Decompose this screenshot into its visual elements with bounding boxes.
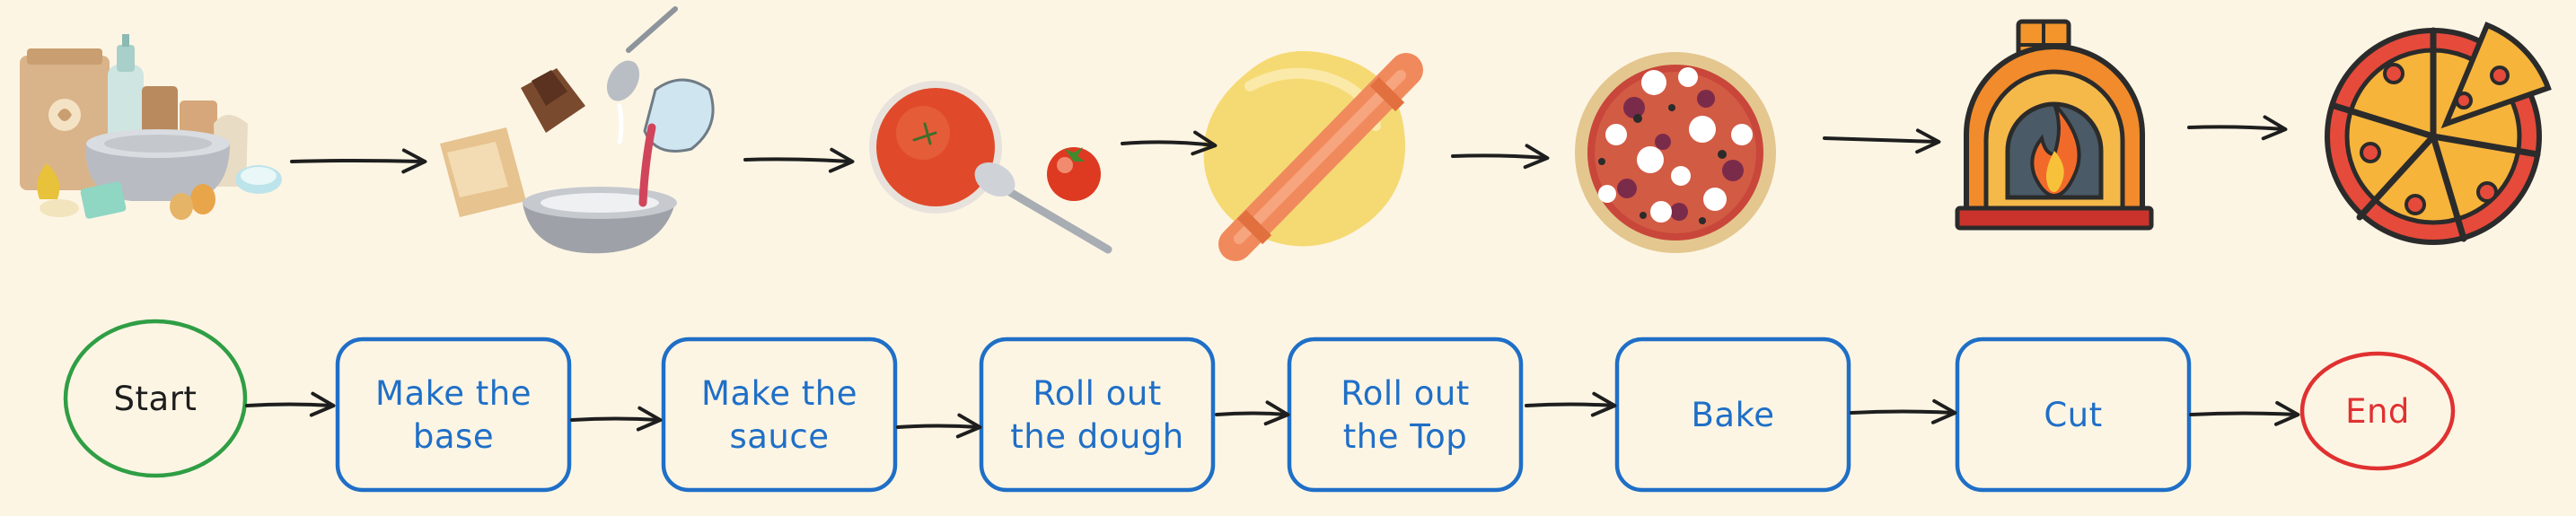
illustration-arrow — [1121, 130, 1218, 156]
illustration-arrow — [1823, 128, 1941, 154]
flow-arrow — [1850, 398, 1957, 424]
dough-illustration — [1203, 50, 1423, 261]
topped-pizza-illustration — [1575, 52, 1776, 253]
start-node: Start — [63, 319, 248, 478]
end-node: End — [2299, 351, 2456, 471]
illustration-arrow — [2187, 115, 2288, 141]
sauce-illustration — [869, 81, 1112, 254]
start-label: Start — [114, 380, 198, 418]
illustration-arrow — [1451, 144, 1550, 170]
step-label: Roll out — [1341, 374, 1470, 413]
step-label: Make the — [375, 374, 532, 413]
step-label: the Top — [1343, 417, 1467, 456]
illustration-arrows — [290, 115, 2288, 174]
flow-arrow — [245, 391, 336, 417]
flow-arrow — [570, 406, 663, 432]
step-label: sauce — [729, 417, 829, 456]
step-label: the dough — [1010, 417, 1184, 456]
step-box: Cut — [1955, 337, 2192, 493]
step-label: Cut — [2044, 396, 2102, 434]
step-box: Roll out the dough — [979, 337, 1216, 493]
flow-arrow — [896, 413, 982, 439]
step-label: Bake — [1692, 396, 1775, 434]
process-flow: Start Make the base Make the sauce Roll out th… — [63, 319, 2456, 493]
step-label: Make the — [701, 374, 857, 413]
end-label: End — [2345, 392, 2410, 431]
illustration-arrow — [290, 148, 427, 174]
sliced-pizza-illustration — [2325, 22, 2552, 245]
illustration-arrow — [743, 147, 855, 173]
mixing-illustration — [440, 6, 715, 254]
flow-arrow — [1215, 400, 1290, 426]
step-box: Roll out the Top — [1287, 337, 1524, 493]
flow-arrow — [2189, 400, 2300, 426]
ingredients-illustration — [20, 34, 282, 220]
step-label: base — [413, 417, 494, 456]
step-box: Make the base — [335, 337, 572, 493]
step-label: Roll out — [1033, 374, 1162, 413]
oven-illustration — [1955, 19, 2154, 231]
step-box: Make the sauce — [661, 337, 898, 493]
step-box: Bake — [1614, 337, 1851, 493]
flow-arrow — [1525, 391, 1617, 417]
